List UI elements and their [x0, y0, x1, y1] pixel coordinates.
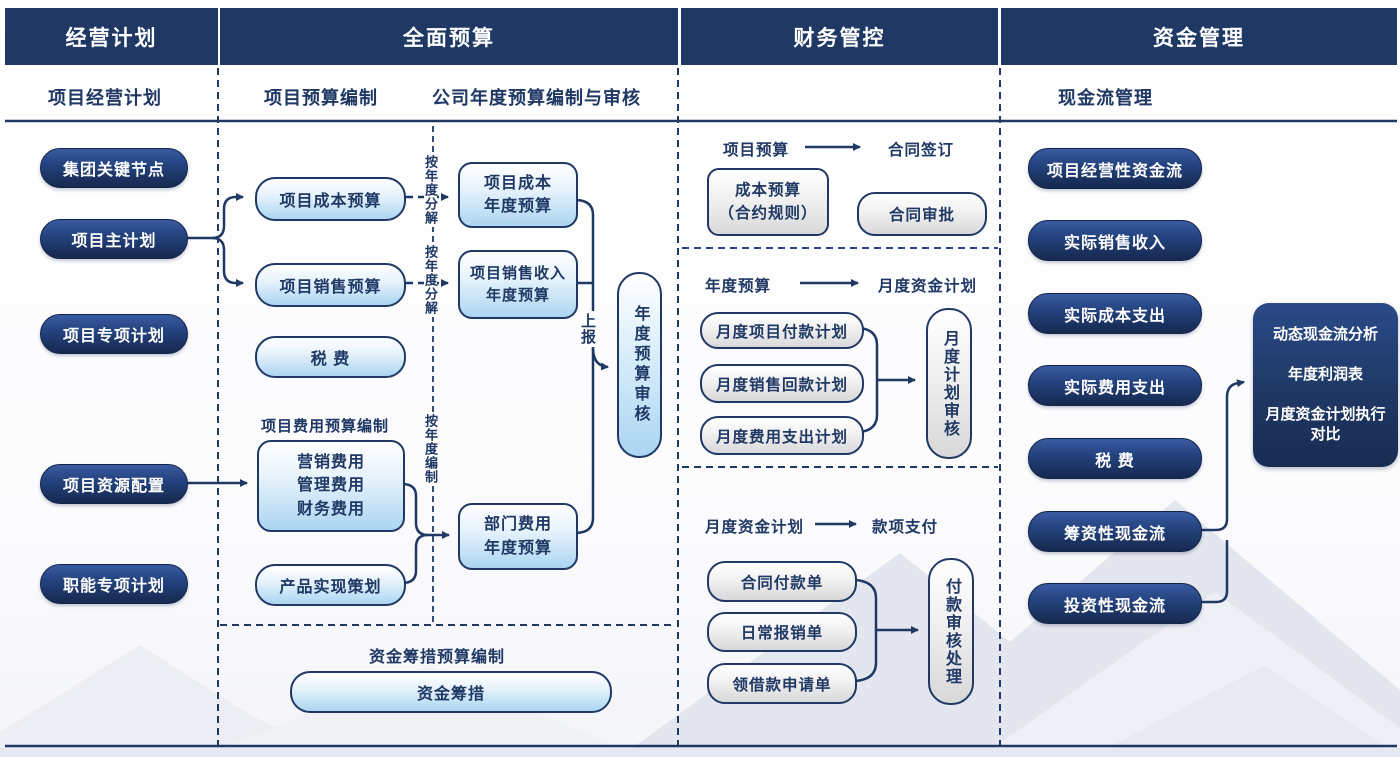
label-contract-signing: 合同签订 [888, 142, 955, 159]
subtitle-cashflow-mgmt: 现金流管理 [1058, 88, 1153, 108]
vpill-annual-budget-review: 年度预算审核 [617, 272, 662, 458]
annual-cost-line1: 项目成本 [483, 174, 552, 192]
vpill-monthly-plan-review: 月度计划审核 [926, 308, 972, 459]
box-cost-budget-contract-rules: 成本预算 （合约规则） [707, 168, 829, 236]
pill-project-sales-budget: 项目销售预算 [255, 263, 406, 307]
box-fee-items: 营销费用 管理费用 财务费用 [257, 440, 405, 532]
pill-actual-fee-expense: 实际费用支出 [1028, 365, 1202, 406]
pill-project-special-plan: 项目专项计划 [40, 314, 188, 354]
vpill-payment-review: 付款审核处理 [928, 558, 974, 705]
header-business-plan: 经营计划 [5, 8, 218, 65]
box-annual-cost-budget: 项目成本 年度预算 [458, 162, 578, 228]
pill-project-cost-budget: 项目成本预算 [255, 177, 406, 221]
label-monthly-fund-plan-2: 月度资金计划 [705, 519, 805, 536]
annual-sales-line2: 年度预算 [485, 286, 550, 304]
pill-tax-budget: 税 费 [255, 336, 406, 378]
fee-item-marketing: 营销费用 [296, 454, 365, 472]
cost-rule-line2: （合约规则） [718, 205, 818, 222]
pill-project-resource-config: 项目资源配置 [40, 464, 188, 504]
analysis-line-annual-profit: 年度利润表 [1287, 365, 1363, 383]
label-by-year-split-1: 按年度分解 [423, 153, 438, 227]
pill-actual-cost-expense: 实际成本支出 [1028, 293, 1202, 334]
pill-loan-application-doc: 领借款申请单 [707, 663, 857, 704]
pill-financing-cashflow: 筹资性现金流 [1028, 511, 1202, 552]
pill-project-master-plan: 项目主计划 [40, 219, 188, 259]
pill-monthly-project-payment-plan: 月度项目付款计划 [700, 312, 864, 349]
subtitle-company-annual-budget: 公司年度预算编制与审核 [432, 88, 641, 108]
header-budget: 全面预算 [220, 8, 678, 65]
analysis-line-monthly-plan-compare: 月度资金计划执行对比 [1265, 405, 1386, 443]
cost-rule-line1: 成本预算 [734, 181, 801, 199]
pill-operating-cashflow: 项目经营性资金流 [1028, 148, 1202, 189]
label-fee-budget-prep: 项目费用预算编制 [261, 418, 390, 435]
annual-sales-line1: 项目销售收入 [469, 264, 566, 282]
pill-daily-reimbursement-doc: 日常报销单 [707, 612, 857, 652]
label-report-up: 上报 [579, 311, 596, 347]
label-by-year-prep: 按年度编制 [423, 412, 438, 486]
header-finance-control: 财务管控 [681, 8, 998, 65]
subtitle-project-business-plan: 项目经营计划 [48, 88, 162, 108]
pill-contract-payment-doc: 合同付款单 [707, 561, 857, 602]
box-dept-fee-budget: 部门费用 年度预算 [458, 503, 578, 570]
pill-contract-approval: 合同审批 [857, 192, 987, 236]
pill-monthly-sales-collection-plan: 月度销售回款计划 [700, 364, 864, 403]
pill-function-special-plan: 职能专项计划 [40, 564, 188, 604]
bottom-strip [0, 748, 1400, 757]
pill-tax-fund: 税 费 [1028, 438, 1202, 479]
pill-actual-sales-income: 实际销售收入 [1028, 220, 1202, 261]
pill-group-key-nodes: 集团关键节点 [40, 148, 188, 188]
dept-fee-line1: 部门费用 [483, 516, 552, 534]
label-annual-budget: 年度预算 [705, 278, 772, 295]
pill-monthly-expense-plan: 月度费用支出计划 [700, 416, 864, 455]
pill-funding: 资金筹措 [290, 671, 612, 713]
annual-cost-line2: 年度预算 [483, 198, 552, 215]
label-monthly-fund-plan: 月度资金计划 [878, 278, 978, 295]
box-annual-sales-budget: 项目销售收入 年度预算 [458, 250, 578, 319]
header-fund-mgmt: 资金管理 [1001, 8, 1397, 65]
fee-item-finance: 财务费用 [296, 500, 365, 518]
dept-fee-line2: 年度预算 [483, 539, 552, 557]
label-payment: 款项支付 [872, 519, 939, 536]
pill-product-plan: 产品实现策划 [255, 564, 406, 606]
pill-investing-cashflow: 投资性现金流 [1028, 583, 1202, 624]
label-funding-budget-prep: 资金筹措预算编制 [369, 649, 506, 666]
fee-item-management: 管理费用 [296, 477, 365, 495]
label-project-budget: 项目预算 [723, 142, 790, 159]
subtitle-project-budget-prep: 项目预算编制 [264, 88, 378, 108]
box-cashflow-analysis: 动态现金流分析 年度利润表 月度资金计划执行对比 [1253, 303, 1398, 467]
label-by-year-split-2: 按年度分解 [423, 243, 438, 317]
analysis-line-dynamic-cashflow: 动态现金流分析 [1272, 326, 1378, 343]
